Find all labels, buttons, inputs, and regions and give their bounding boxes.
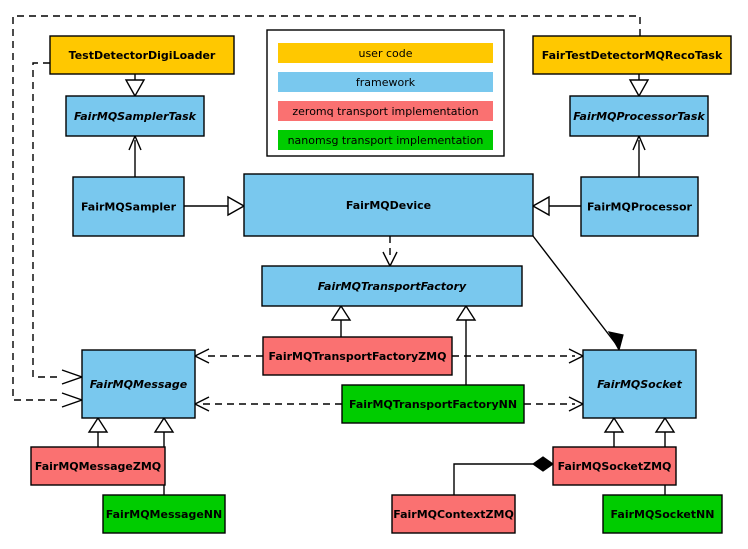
legend-label: user code [358, 47, 412, 60]
node-box[interactable] [552, 446, 677, 486]
legend: user code framework zeromq transport imple… [266, 29, 505, 157]
arrow-open-tfzmq-socket [568, 348, 585, 364]
node-label: FairMQMessageNN [106, 508, 222, 521]
arrow-triangle-socketnn-socket [654, 416, 676, 433]
legend-item-nanomsg: nanomsg transport implementation [278, 130, 493, 150]
node-label: FairMQProcessorTask [573, 110, 705, 123]
arrow-open-tfzmq-message [193, 348, 210, 364]
node-FairMQSamplerTask[interactable]: FairMQSamplerTask [65, 95, 205, 137]
arrow-open-recotask-message [61, 392, 85, 408]
node-label: FairMQSamplerTask [74, 110, 197, 123]
arrow-triangle-tfzmq-transportfactory [330, 304, 352, 321]
node-label: FairMQSocketZMQ [558, 460, 672, 473]
legend-swatch [278, 101, 493, 121]
legend-label: zeromq transport implementation [292, 105, 478, 118]
legend-label: nanomsg transport implementation [288, 134, 484, 147]
legend-swatch [278, 130, 493, 150]
node-label: FairMQTransportFactoryNN [349, 398, 517, 411]
node-FairMQMessageNN[interactable]: FairMQMessageNN [102, 494, 226, 534]
node-layer: TestDetectorDigiLoader FairTestDetectorMQ… [30, 35, 732, 534]
legend-swatch [278, 43, 493, 63]
node-label: FairMQSocketNN [611, 508, 715, 521]
node-FairMQSocketNN[interactable]: FairMQSocketNN [602, 494, 723, 534]
node-label: FairMQMessage [90, 378, 188, 391]
legend-item-framework: framework [278, 72, 493, 92]
node-box[interactable] [341, 384, 525, 424]
edge-device-socket [532, 235, 617, 345]
node-FairMQTransportFactoryNN[interactable]: FairMQTransportFactoryNN [341, 384, 525, 424]
arrow-triangle-sampler-device [227, 195, 246, 217]
node-FairMQMessageZMQ[interactable]: FairMQMessageZMQ [30, 446, 166, 486]
legend-label: framework [356, 76, 416, 89]
arrow-triangle-tfnn-transportfactory [455, 304, 477, 321]
node-label: FairMQTransportFactory [318, 280, 467, 293]
node-box[interactable] [81, 349, 196, 419]
legend-item-zeromq: zeromq transport implementation [278, 101, 493, 121]
arrow-triangle-digiloader-samplertask [124, 79, 146, 98]
node-box[interactable] [49, 35, 235, 75]
node-box[interactable] [602, 494, 723, 534]
node-box[interactable] [243, 173, 534, 237]
node-FairMQContextZMQ[interactable]: FairMQContextZMQ [391, 494, 516, 534]
diamond-composition-socketzmq [531, 456, 555, 472]
node-box[interactable] [261, 265, 523, 307]
edge-recotask-to-message [12, 15, 641, 401]
node-FairTestDetectorMQRecoTask[interactable]: FairTestDetectorMQRecoTask [532, 35, 732, 75]
node-FairMQProcessorTask[interactable]: FairMQProcessorTask [569, 95, 709, 137]
arrow-filled-device-socket [607, 331, 624, 352]
node-TestDetectorDigiLoader[interactable]: TestDetectorDigiLoader [49, 35, 235, 75]
node-label: FairMQContextZMQ [393, 508, 514, 521]
node-box[interactable] [532, 35, 732, 75]
arrow-triangle-messagenn-message [153, 416, 175, 433]
node-label: FairMQDevice [346, 199, 431, 212]
node-box[interactable] [580, 176, 699, 237]
node-label: FairMQTransportFactoryZMQ [269, 350, 447, 363]
node-FairMQTransportFactory[interactable]: FairMQTransportFactory [261, 265, 523, 307]
node-box[interactable] [65, 95, 205, 137]
node-label: FairMQMessageZMQ [35, 460, 161, 473]
arrow-triangle-socketzmq-socket [603, 416, 625, 433]
node-FairMQSocketZMQ[interactable]: FairMQSocketZMQ [552, 446, 677, 486]
node-FairMQDevice[interactable]: FairMQDevice [243, 173, 534, 237]
legend-items: user code framework zeromq transport imple… [278, 43, 493, 150]
legend-item-user_code: user code [278, 43, 493, 63]
node-box[interactable] [72, 176, 185, 237]
arrow-triangle-recotask-processortask [628, 79, 650, 98]
arrow-open-tfnn-socket [568, 396, 585, 412]
arrow-triangle-processor-device [531, 195, 550, 217]
node-box[interactable] [30, 446, 166, 486]
edge-digiloader-to-message [32, 62, 76, 378]
node-label: FairMQSocket [597, 378, 683, 391]
node-box[interactable] [102, 494, 226, 534]
node-label: FairTestDetectorMQRecoTask [542, 49, 723, 62]
node-label: TestDetectorDigiLoader [69, 49, 216, 62]
node-FairMQMessage[interactable]: FairMQMessage [81, 349, 196, 419]
arrow-triangle-messagezmq-message [87, 416, 109, 433]
node-FairMQSocket[interactable]: FairMQSocket [582, 349, 697, 419]
node-label: FairMQSampler [81, 201, 177, 214]
node-box[interactable] [569, 95, 709, 137]
legend-swatch [278, 72, 493, 92]
node-box[interactable] [582, 349, 697, 419]
node-label: FairMQProcessor [587, 201, 692, 214]
edge-contextzmq-socketzmq [453, 463, 533, 495]
arrow-open-digiloader-message [61, 369, 85, 385]
node-box[interactable] [262, 336, 453, 376]
node-FairMQTransportFactoryZMQ[interactable]: FairMQTransportFactoryZMQ [262, 336, 453, 376]
node-FairMQSampler[interactable]: FairMQSampler [72, 176, 185, 237]
node-FairMQProcessor[interactable]: FairMQProcessor [580, 176, 699, 237]
node-box[interactable] [391, 494, 516, 534]
